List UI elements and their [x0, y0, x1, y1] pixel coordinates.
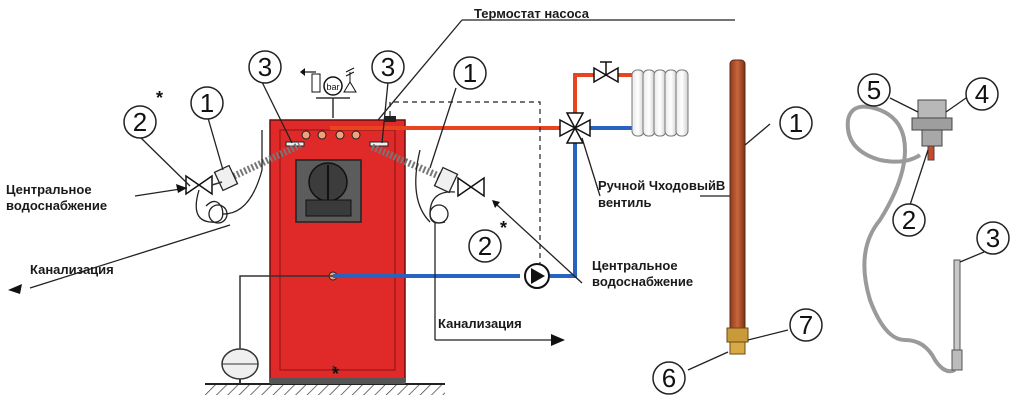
callout-circle-mid-2 — [468, 229, 502, 263]
manual-valve-label-1: Ручной ЧходовыйВ — [598, 178, 726, 193]
sewer-left-label: Канализация — [30, 262, 114, 277]
thermal-valve-kit — [845, 97, 985, 374]
central-water-left-label-1: Центральное — [6, 182, 92, 197]
callout-rod-6: 6 — [662, 363, 676, 393]
callout-circle-rod-7 — [789, 308, 823, 342]
callout-circle-kit-5 — [857, 73, 891, 107]
callout-top-3b: 3 — [381, 52, 395, 82]
callout-kit-2: 2 — [902, 205, 916, 235]
callout-circle-kit-3 — [976, 221, 1010, 255]
callout-circle-left-1 — [190, 86, 224, 120]
sewer-bottom-label: Канализация — [438, 316, 522, 331]
manual-valve-label-2: вентиль — [598, 195, 652, 210]
boiler-star-mark: * — [332, 364, 339, 384]
bar-gauge-label: bar — [326, 82, 339, 92]
radiator — [631, 69, 689, 137]
callout-top-1: 1 — [463, 58, 477, 88]
manual-valve — [593, 61, 619, 84]
callout-mid-2: 2 — [478, 231, 492, 261]
thermostat-line — [384, 101, 541, 264]
callout-left-2: 2 — [133, 107, 147, 137]
callout-circle-kit-2 — [892, 203, 926, 237]
callout-kit-3: 3 — [986, 223, 1000, 253]
floor — [205, 383, 445, 395]
arrowheads — [8, 184, 565, 346]
three-way-valve — [559, 112, 591, 144]
pressure-gauge — [323, 76, 343, 96]
callout-circle-rod-1 — [779, 106, 813, 140]
callout-top-3a: 3 — [258, 52, 272, 82]
right-valve-assembly — [370, 143, 485, 340]
pump-thermostat-label: Термостат насоса — [474, 6, 590, 21]
callout-circle-top-3a — [248, 50, 282, 84]
callout-rod-7: 7 — [799, 310, 813, 340]
callout-rod-1: 1 — [789, 108, 803, 138]
callout-star-mid: * — [500, 218, 507, 238]
callout-star-left: * — [156, 88, 163, 108]
callout-circle-top-1 — [453, 56, 487, 90]
callout-circle-left-2 — [123, 105, 157, 139]
boiler: * — [269, 119, 406, 384]
callout-circles — [123, 50, 1010, 395]
left-valve-assembly — [185, 130, 302, 224]
pump — [524, 263, 550, 289]
callout-left-1: 1 — [200, 88, 214, 118]
safety-group: bar — [300, 67, 357, 118]
central-water-right-label-1: Центральное — [592, 258, 678, 273]
callout-kit-4: 4 — [975, 79, 989, 109]
leader-lines — [29, 19, 745, 341]
callout-numbers: 2 1 3 3 1 2 1 7 6 5 4 2 3 * * * — [133, 52, 1000, 393]
callout-kit-5: 5 — [867, 75, 881, 105]
anode-rod — [687, 59, 789, 371]
central-water-right-label-2: водоснабжение — [592, 274, 694, 289]
callout-circle-rod-6 — [652, 361, 686, 395]
callout-circle-kit-4 — [965, 77, 999, 111]
callout-circle-top-3b — [371, 50, 405, 84]
svg-text:*: * — [332, 364, 336, 374]
expansion-tank — [221, 275, 333, 384]
central-water-left-label-2: водоснабжение — [6, 198, 108, 213]
